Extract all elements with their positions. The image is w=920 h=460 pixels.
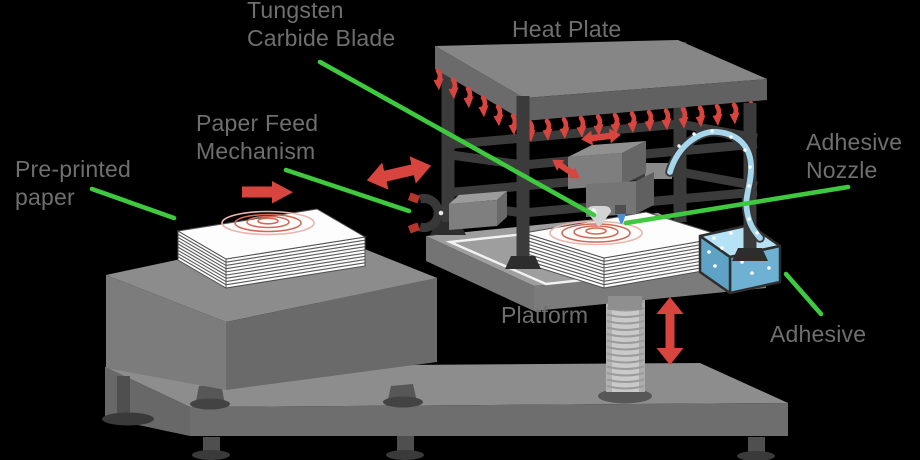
machine-feet [102, 376, 775, 460]
paper-layers [177, 233, 366, 286]
label-pre-printed-paper: Pre-printed paper [15, 156, 131, 210]
label-heat-plate: Heat Plate [512, 16, 622, 42]
feed-arrow [242, 181, 293, 204]
leader-lines [89, 59, 851, 317]
label-adhesive-nozzle: Adhesive Nozzle [806, 129, 903, 183]
adhesive-tube [665, 127, 765, 243]
leader-feed [283, 167, 412, 214]
heat-plate [435, 40, 767, 121]
x-axis-arrow [366, 156, 432, 190]
adhesive-tank [698, 223, 782, 295]
frame-leg-front [505, 96, 541, 269]
carriage-diagonal-arrow [552, 159, 580, 179]
label-platform: Platform [501, 302, 589, 328]
label-adhesive: Adhesive [770, 321, 867, 347]
z-axis-arrow [656, 297, 684, 365]
paper-gripper [407, 191, 507, 234]
adhesive-nozzle-tip [617, 214, 626, 224]
gripper-pads [407, 192, 421, 234]
leader-paper [89, 186, 177, 221]
base-front [190, 403, 788, 436]
gripper-pivot [438, 210, 444, 216]
carriage-x-arrow [581, 128, 621, 146]
leader-nozzle [623, 184, 851, 226]
label-paper-feed-mechanism: Paper Feed Mechanism [196, 110, 319, 164]
leader-adhesive [783, 271, 824, 317]
label-tungsten-carbide-blade: Tungsten Carbide Blade [247, 0, 396, 51]
gripper-clamp [418, 194, 443, 232]
leader-blade [317, 59, 597, 218]
screw-shadow [598, 388, 652, 404]
gripper-motor [449, 200, 497, 230]
screw-collar [608, 296, 642, 310]
pre-printed-paper-stack [176, 208, 367, 289]
printed-spiral [221, 210, 315, 236]
print-carriage [568, 141, 672, 227]
